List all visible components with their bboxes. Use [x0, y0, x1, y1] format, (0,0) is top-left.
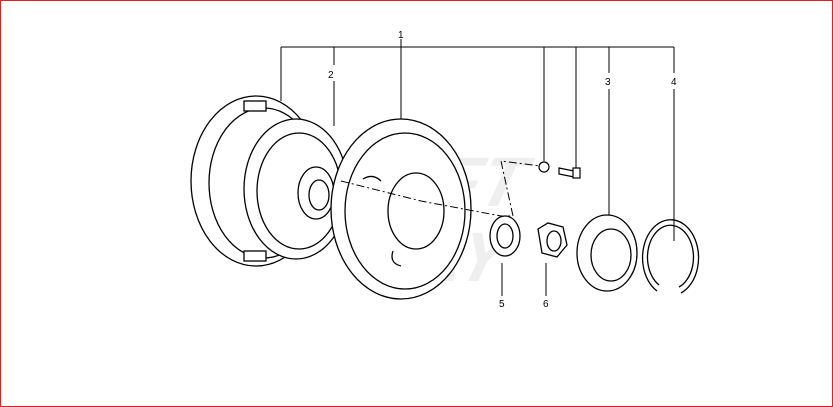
lock-plate: [576, 214, 638, 292]
alignment-line: [340, 160, 542, 217]
callout-3: 3: [605, 77, 611, 88]
bolt: [558, 167, 581, 179]
hex-nut: [537, 222, 568, 258]
callout-2: 2: [328, 70, 334, 81]
callout-1: 1: [398, 30, 404, 41]
callout-6: 6: [543, 299, 549, 310]
washer: [489, 215, 521, 257]
nut-small: [538, 161, 550, 173]
circlip: [641, 219, 700, 294]
leader-lines: [280, 39, 675, 296]
pressure-plate: [330, 118, 472, 300]
callout-4: 4: [671, 77, 677, 88]
clutch-disc: [243, 118, 349, 260]
callout-5: 5: [499, 299, 505, 310]
